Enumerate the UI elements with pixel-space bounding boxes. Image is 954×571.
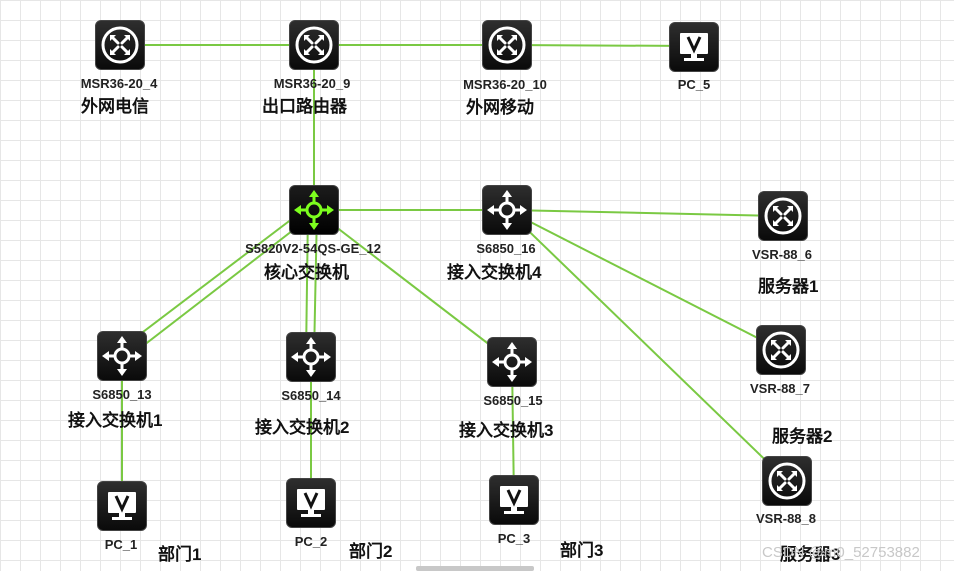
- device-name-sw15: S6850_15: [483, 393, 543, 408]
- device-name-vsr8: VSR-88_8: [756, 511, 816, 526]
- device-name-vsr6: VSR-88_6: [752, 247, 812, 262]
- device-desc-msr10: 外网移动: [466, 98, 534, 117]
- router-icon[interactable]: [756, 325, 806, 375]
- link-sw16-vsr7: [506, 209, 782, 351]
- link-sw16-vsr8: [506, 209, 788, 482]
- device-name-sw13: S6850_13: [92, 387, 152, 402]
- device-name-pc2: PC_2: [294, 534, 328, 549]
- device-desc-pc1: 部门1: [158, 545, 202, 564]
- device-name-pc5: PC_5: [677, 77, 711, 92]
- device-desc-sw14: 接入交换机2: [255, 418, 350, 437]
- switch-icon[interactable]: [97, 331, 147, 381]
- link-core-sw15: [313, 209, 513, 363]
- device-name-msr10: MSR36-20_10: [463, 77, 547, 92]
- router-icon[interactable]: [289, 20, 339, 70]
- switch-icon[interactable]: [482, 185, 532, 235]
- monitor-icon[interactable]: [286, 478, 336, 528]
- device-desc-msr9: 出口路由器: [262, 97, 347, 116]
- link-core-sw13-b: [125, 213, 315, 360]
- link-sw16-vsr6: [506, 209, 784, 217]
- router-icon[interactable]: [95, 20, 145, 70]
- monitor-icon[interactable]: [97, 481, 147, 531]
- link-msr10-pc5: [506, 44, 695, 47]
- device-desc-vsr8: 服务器3: [780, 545, 841, 564]
- router-icon[interactable]: [762, 456, 812, 506]
- horizontal-scrollbar[interactable]: [416, 566, 534, 571]
- router-icon[interactable]: [482, 20, 532, 70]
- device-name-msr9: MSR36-20_9: [273, 76, 351, 91]
- device-desc-sw13: 接入交换机1: [68, 411, 163, 430]
- core-switch-icon[interactable]: [289, 185, 339, 235]
- monitor-icon[interactable]: [489, 475, 539, 525]
- monitor-icon[interactable]: [669, 22, 719, 72]
- switch-icon[interactable]: [286, 332, 336, 382]
- router-icon[interactable]: [758, 191, 808, 241]
- device-desc-sw16: 接入交换机4: [447, 263, 542, 282]
- device-desc-core: 核心交换机: [264, 263, 349, 282]
- device-name-pc1: PC_1: [104, 537, 138, 552]
- device-desc-vsr7: 服务器2: [772, 427, 833, 446]
- switch-icon[interactable]: [487, 337, 537, 387]
- device-desc-vsr6: 服务器1: [758, 277, 819, 296]
- device-desc-pc2: 部门2: [349, 542, 393, 561]
- device-desc-sw15: 接入交换机3: [459, 421, 554, 440]
- device-name-sw14: S6850_14: [281, 388, 341, 403]
- device-desc-pc3: 部门3: [560, 541, 604, 560]
- device-desc-msr4: 外网电信: [81, 97, 149, 116]
- device-name-vsr7: VSR-88_7: [750, 381, 810, 396]
- link-core-sw13-a: [117, 205, 310, 352]
- device-name-core: S5820V2-54QS-GE_12: [245, 241, 381, 256]
- device-name-pc3: PC_3: [497, 531, 531, 546]
- device-name-sw16: S6850_16: [476, 241, 536, 256]
- watermark: CSDN @m0_52753882: [762, 544, 920, 561]
- device-name-msr4: MSR36-20_4: [80, 76, 158, 91]
